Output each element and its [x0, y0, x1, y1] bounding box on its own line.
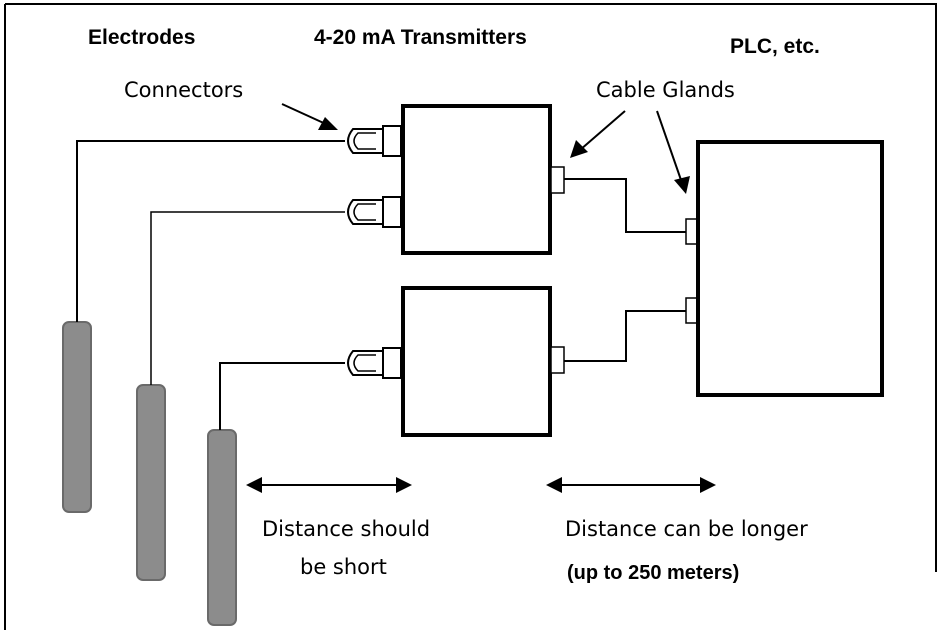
distance-long-label-line1: Distance can be longer [565, 517, 808, 541]
distance-long-label-line2: (up to 250 meters) [567, 562, 740, 584]
plc-cable-2 [564, 310, 686, 362]
electrode-cable-3 [219, 362, 345, 430]
transmitter-gland-2 [550, 346, 565, 374]
connector-3 [347, 347, 402, 379]
cable-glands-label: Cable Glands [596, 78, 735, 102]
transmitter-box-1 [401, 104, 552, 255]
connector-1 [347, 125, 402, 157]
connector-2 [347, 196, 402, 228]
cable-glands-pointer-arrow-1 [570, 110, 626, 158]
plc-cable-1 [564, 178, 686, 233]
electrodes-heading: Electrodes [88, 26, 196, 49]
electrode-cable-2 [150, 211, 345, 385]
transmitter-gland-1 [550, 166, 565, 194]
distance-short-label-line2: be short [300, 555, 387, 579]
electrode-2 [136, 384, 166, 581]
connectors-pointer-arrow [281, 103, 338, 130]
plc-heading: PLC, etc. [730, 35, 820, 58]
electrode-3 [207, 429, 237, 626]
plc-box [696, 140, 884, 397]
transmitter-box-2 [401, 286, 552, 437]
transmitters-heading: 4-20 mA Transmitters [314, 26, 527, 49]
distance-long-arrow [546, 477, 716, 493]
connectors-label: Connectors [124, 78, 244, 102]
outer-border [4, 3, 937, 630]
electrode-cable-1 [76, 140, 345, 322]
cable-glands-pointer-arrow-2 [656, 110, 690, 194]
electrode-1 [62, 321, 92, 513]
distance-short-label-line1: Distance should [262, 517, 431, 541]
distance-short-arrow [246, 477, 412, 493]
